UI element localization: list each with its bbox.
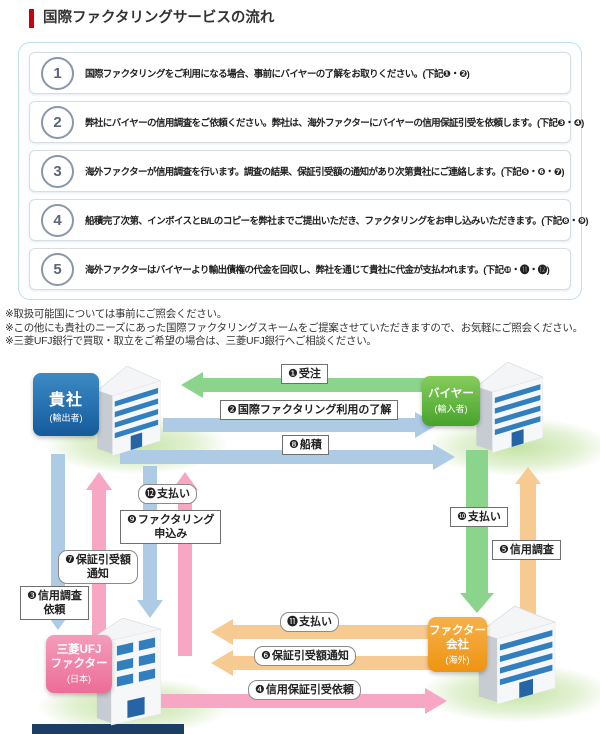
flow-label-consent: ❷国際ファクタリング利用の了解: [220, 400, 399, 420]
factor-company-building: [477, 606, 557, 705]
buyer-building: [475, 362, 544, 453]
step-text: 海外ファクターはバイヤーより輸出債権の代金を回収し、弊社を通じて貴社に代金が支払…: [85, 265, 550, 276]
entity-name: 三菱UFJ: [56, 644, 102, 656]
flow-label-shipment: ❽船積: [282, 435, 329, 455]
footnote-line: ※取扱可能国については事前にご照会ください。: [5, 308, 227, 320]
your-company-building: [96, 366, 162, 457]
step-text: 海外ファクターが信用調査を行います。調査の結果、保証引受額の通知があり次第貴社に…: [85, 167, 564, 178]
entity-name: バイヤー: [428, 388, 474, 400]
step-row: 2 弊社にバイヤーの信用調査をご依頼ください。弊社は、海外ファクターにバイヤーの…: [29, 101, 584, 143]
flow-arrow-shipment: [120, 444, 455, 470]
flow-label-guarantee-notice-left: ❻保証引受額通知: [254, 646, 356, 666]
step-row: 4 船積完了次第、インボイスとB/Lのコピーを弊社までご提出いただき、ファクタリ…: [29, 199, 589, 241]
entity-sub: (海外): [445, 654, 470, 665]
mufj-building-base: [32, 724, 184, 734]
steps-container: 1 国際ファクタリングをご利用になる場合、事前にバイヤーの了解をお取りください。…: [18, 42, 589, 300]
entity-name: ファクター: [50, 658, 108, 670]
step-number: 5: [41, 252, 74, 286]
flow-label-factoring-application: ❾ファクタリング申込み: [120, 510, 222, 544]
entity-sub: (日本): [67, 674, 91, 684]
footnotes: ※取扱可能国については事前にご照会ください。 ※この他にも貴社のニーズにあった国…: [5, 308, 597, 349]
flow-label-guarantee-request: ❹信用保証引受依頼: [248, 680, 361, 700]
flow-label-payment-12: ⓬支払い: [138, 484, 197, 504]
footnote-line: ※三菱UFJ銀行で買取・取立をご希望の場合は、三菱UFJ銀行へご相談ください。: [5, 335, 377, 347]
flow-label-guarantee-notice-up: ❼保証引受額通知: [58, 550, 138, 584]
step-number: 3: [41, 154, 74, 188]
flow-label-payment-10: ❿支払い: [450, 507, 508, 527]
step-number: 4: [41, 203, 74, 237]
entity-your-company: 貴社 (輸出者): [33, 373, 99, 436]
entity-name: ファクター: [428, 624, 487, 637]
step-text: 船積完了次第、インボイスとB/Lのコピーを弊社までご提出いただき、ファクタリング…: [85, 216, 589, 227]
flow-diagram: 貴社 (輸出者) バイヤー (輸入者) 三菱UFJ ファクター (日本) ファク…: [0, 354, 600, 734]
entity-mufj-factor: 三菱UFJ ファクター (日本): [46, 635, 112, 693]
entity-buyer: バイヤー (輸入者): [422, 376, 480, 426]
entity-sub: (輸入者): [434, 404, 468, 414]
step-number: 1: [41, 56, 74, 90]
flow-label-payment-11: ⓫支払い: [280, 612, 339, 632]
flow-label-credit-check: ❺信用調査: [492, 540, 561, 560]
step-text: 弊社にバイヤーの信用調査をご依頼ください。弊社は、海外ファクターにバイヤーの信用…: [85, 118, 584, 129]
flow-arrow-order: [181, 372, 437, 398]
entity-name: 会社: [446, 638, 469, 651]
flow-label-order: ❶受注: [281, 364, 328, 384]
step-text: 国際ファクタリングをご利用になる場合、事前にバイヤーの了解をお取りください。(下…: [85, 69, 470, 80]
step-row: 1 国際ファクタリングをご利用になる場合、事前にバイヤーの了解をお取りください。…: [29, 52, 571, 94]
entity-name: 貴社: [48, 391, 83, 409]
flow-label-credit-check-request: ❸信用調査依頼: [20, 586, 89, 620]
step-row: 3 海外ファクターが信用調査を行います。調査の結果、保証引受額の通知があり次第貴…: [29, 150, 571, 192]
entity-sub: (輸出者): [49, 412, 83, 423]
entity-factor-company: ファクター 会社 (海外): [428, 617, 487, 672]
step-number: 2: [41, 105, 74, 139]
flow-arrow-guarantee-request: [135, 688, 447, 714]
page-title: 国際ファクタリングサービスの流れ: [29, 9, 274, 28]
flow-arrow-payment-10: [460, 450, 494, 613]
step-row: 5 海外ファクターはバイヤーより輸出債権の代金を回収し、弊社を通じて貴社に代金が…: [29, 248, 571, 290]
footnote-line: ※この他にも貴社のニーズにあった国際ファクタリングスキームをご提案させていただき…: [5, 321, 583, 334]
